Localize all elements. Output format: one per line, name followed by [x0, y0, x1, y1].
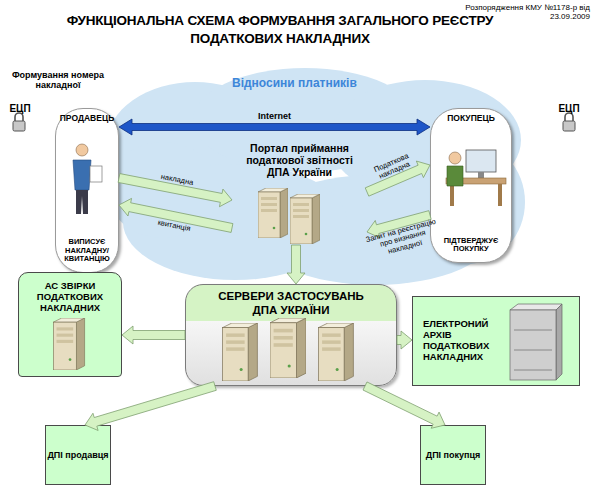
edge-label: накладна [147, 170, 207, 190]
lock-shackle [565, 113, 573, 121]
node-text: ПІДТВЕРДЖУЄ ПОКУПКУ [433, 237, 509, 254]
flow-arrow [287, 245, 305, 284]
person-legs [76, 190, 88, 214]
person-body [447, 166, 463, 186]
desk-leg [498, 184, 502, 206]
node-text: ЕЛЕКТРОНИЙ АРХІВ ПОДАТКОВИХ НАКЛАДНИХ [423, 319, 503, 363]
flow-arrow [122, 326, 185, 344]
person-body [73, 160, 91, 190]
flow-arrow [367, 211, 431, 238]
person-head [76, 144, 88, 156]
portal-node: Портал приймання податкової звітності ДП… [232, 140, 367, 245]
server-icon [290, 194, 320, 244]
cabinet-side [556, 304, 562, 380]
server-icon [223, 323, 258, 381]
desk-leg [450, 184, 454, 206]
flow-arrow [118, 174, 232, 207]
note-label: Формування номера накладної [6, 70, 110, 90]
cabinet-line [514, 370, 552, 371]
cabinet-line [514, 330, 552, 331]
server-group: СЕРВЕРИ ЗАСТОСУВАНЬ ДПА УКРАЇНИ [185, 284, 397, 386]
server-icon [270, 318, 306, 378]
edge-label: Internet [245, 112, 305, 122]
office-box: ДПІ продавця [45, 425, 111, 485]
server-icon [53, 318, 84, 370]
cloud-lobe [107, 142, 219, 238]
flow-arrow [363, 382, 445, 428]
edge-label: Запит на реєстрацію про визнання накладн… [362, 217, 444, 261]
cabinet-top [510, 304, 562, 310]
edge-label: Податкова накладна [363, 148, 423, 186]
note-label: ЕЦП [555, 103, 583, 114]
note-label: Розпорядження КМУ №1178-р від 23.09.2009 [430, 3, 590, 21]
node-text: СЕРВЕРИ ЗАСТОСУВАНЬ ДПА УКРАЇНИ [211, 289, 371, 318]
server-icon [319, 323, 354, 381]
system-box: АС ЗВІРКИ ПОДАТКОВИХ НАКЛАДНИХ [18, 272, 122, 377]
person-head [449, 152, 461, 164]
monitor-icon [466, 150, 496, 172]
node-text: АС ЗВІРКИ ПОДАТКОВИХ НАКЛАДНИХ [22, 281, 118, 314]
node-text: ПРОДАВЕЦЬ [60, 114, 115, 124]
edge-label: квитанція [143, 216, 203, 236]
monitor-stand [478, 172, 484, 178]
actor-box: ПОКУПЕЦЬ ПІДТВЕРДЖУЄ ПОКУПКУ [430, 108, 512, 263]
server-icon [258, 188, 288, 238]
node-text: ПОКУПЕЦЬ [447, 114, 495, 124]
node-text: ДПІ продавця [47, 450, 108, 460]
cloud-fill [107, 68, 525, 285]
flow-arrow [85, 382, 216, 431]
desk-icon [446, 178, 506, 184]
flow-arrow [365, 161, 430, 196]
cabinet-front [510, 310, 556, 380]
node-text: Портал приймання податкової звітності ДП… [235, 142, 365, 178]
lock-body [13, 121, 25, 131]
flow-arrow [397, 331, 412, 349]
lock-shackle [15, 113, 23, 121]
diagram-title: ФУНКЦІОНАЛЬНА СХЕМА ФОРМУВАННЯ ЗАГАЛЬНОГ… [45, 12, 515, 48]
node-text: ВИПИСУЄ НАКЛАДНУ/ КВИТАНЦІЮ [56, 238, 118, 264]
actor-box: ПРОДАВЕЦЬ ВИПИСУЄ НАКЛАДНУ/ КВИТАНЦІЮ [55, 108, 119, 273]
note-label: ЕЦП [6, 103, 34, 114]
node-text: ДПІ покупця [426, 450, 481, 460]
node-text: Відносини платників [232, 77, 357, 91]
cabinet-line [514, 350, 552, 351]
document-icon [90, 166, 102, 182]
double-arrow [119, 119, 430, 135]
archive-box: ЕЛЕКТРОНИЙ АРХІВ ПОДАТКОВИХ НАКЛАДНИХ [412, 296, 580, 386]
lock-body [563, 121, 575, 131]
office-box: ДПІ покупця [420, 425, 486, 485]
flow-arrow [119, 198, 233, 232]
